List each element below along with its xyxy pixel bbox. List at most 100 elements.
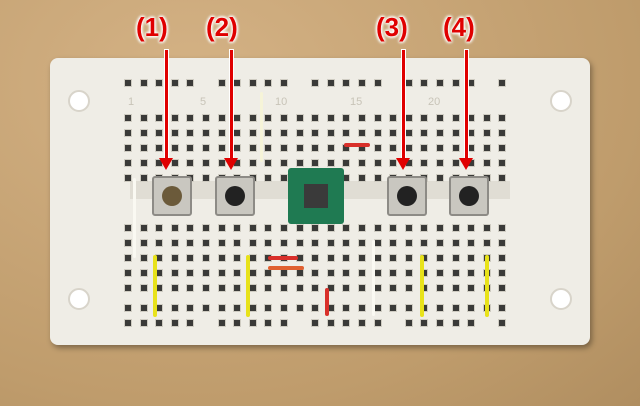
breadboard-hole [343, 255, 350, 261]
breadboard-hole [187, 115, 194, 121]
breadboard-hole [452, 270, 459, 276]
breadboard-hole [327, 270, 334, 276]
breadboard-hole [390, 270, 397, 276]
breadboard-hole [203, 255, 209, 261]
breadboard-hole [343, 240, 350, 246]
breadboard-hole [437, 175, 443, 181]
breadboard-hole [218, 160, 225, 166]
breadboard-hole [390, 240, 397, 246]
breadboard-hole [265, 80, 272, 86]
breadboard-hole [437, 130, 443, 136]
breadboard-hole [218, 225, 225, 231]
breadboard-hole [405, 115, 412, 121]
breadboard-hole [203, 305, 209, 311]
breadboard-hole [203, 270, 209, 276]
breadboard-hole [265, 225, 272, 231]
breadboard-hole [374, 225, 381, 231]
breadboard-hole [343, 270, 350, 276]
breadboard-hole [483, 145, 490, 151]
breadboard-hole [312, 305, 319, 311]
breadboard-hole [125, 255, 131, 261]
breadboard-hole [187, 320, 194, 326]
breadboard-hole [249, 240, 256, 246]
breadboard-hole [171, 160, 178, 166]
breadboard-hole [405, 240, 412, 246]
breadboard-hole [296, 145, 303, 151]
breadboard-hole [452, 160, 459, 166]
breadboard-hole [234, 130, 241, 136]
breadboard-hole [156, 240, 163, 246]
breadboard-hole [187, 240, 194, 246]
breadboard-hole [125, 285, 131, 291]
breadboard-hole [265, 145, 272, 151]
breadboard-hole [452, 320, 459, 326]
breadboard-hole [421, 320, 428, 326]
breadboard-hole [249, 130, 256, 136]
column-number: 1 [128, 96, 135, 108]
arrow-1 [159, 50, 173, 170]
breadboard-hole [499, 320, 506, 326]
breadboard-hole [468, 145, 475, 151]
breadboard-hole [249, 320, 256, 326]
breadboard-hole [312, 240, 319, 246]
breadboard-hole [249, 285, 256, 291]
breadboard-hole [265, 320, 272, 326]
breadboard-hole [374, 115, 381, 121]
breadboard-hole [203, 145, 209, 151]
breadboard-hole [234, 145, 241, 151]
breadboard-hole [140, 225, 147, 231]
breadboard-hole [296, 285, 303, 291]
tact-switch-3[interactable] [387, 176, 427, 216]
breadboard-hole [437, 320, 443, 326]
breadboard-hole [140, 80, 147, 86]
breadboard-hole [437, 240, 443, 246]
breadboard-hole [265, 240, 272, 246]
breadboard-hole [296, 160, 303, 166]
breadboard-hole [327, 305, 334, 311]
breadboard-hole [187, 160, 194, 166]
breadboard-hole [218, 80, 225, 86]
breadboard-hole [437, 145, 443, 151]
breadboard-hole [327, 115, 334, 121]
breadboard-hole [499, 115, 506, 121]
breadboard-hole [343, 285, 350, 291]
breadboard-hole [437, 225, 443, 231]
breadboard-hole [125, 130, 131, 136]
breadboard-hole [359, 240, 365, 246]
breadboard-hole [359, 160, 365, 166]
breadboard-hole [218, 240, 225, 246]
breadboard-hole [452, 225, 459, 231]
breadboard-hole [343, 130, 350, 136]
breadboard-hole [359, 145, 365, 151]
breadboard-hole [452, 285, 459, 291]
breadboard-hole [499, 225, 506, 231]
breadboard-hole [468, 130, 475, 136]
breadboard-hole [359, 225, 365, 231]
breadboard-hole [140, 160, 147, 166]
tact-switch-2[interactable] [215, 176, 255, 216]
breadboard-hole [390, 305, 397, 311]
breadboard-hole [296, 305, 303, 311]
breadboard-hole [187, 225, 194, 231]
breadboard-hole [156, 285, 163, 291]
breadboard-hole [327, 285, 334, 291]
breadboard-hole [437, 80, 443, 86]
red-wire [325, 288, 329, 316]
label-4: (4) [443, 12, 475, 42]
breadboard-hole [421, 115, 428, 121]
breadboard-hole [405, 305, 412, 311]
tact-switch-1[interactable] [152, 176, 192, 216]
breadboard-hole [374, 305, 381, 311]
breadboard-hole [125, 320, 131, 326]
breadboard-hole [437, 160, 443, 166]
breadboard-hole [468, 320, 475, 326]
breadboard-hole [483, 115, 490, 121]
breadboard-hole [265, 285, 272, 291]
breadboard-hole [218, 305, 225, 311]
breadboard-hole [421, 80, 428, 86]
breadboard-hole [156, 115, 163, 121]
breadboard-hole [281, 160, 287, 166]
breadboard-hole [234, 255, 241, 261]
breadboard-hole [327, 255, 334, 261]
tact-switch-4[interactable] [449, 176, 489, 216]
